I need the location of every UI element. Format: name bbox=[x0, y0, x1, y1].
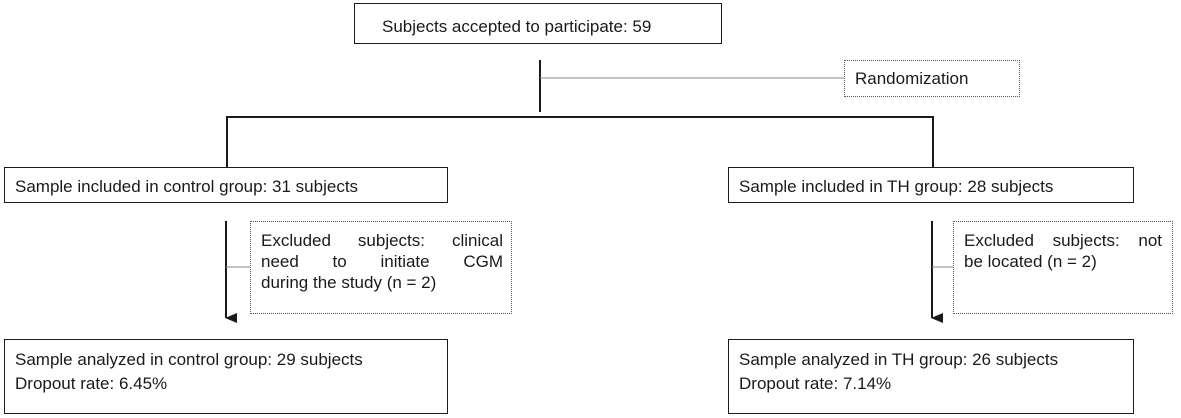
control-excluded-line-3: during the study (n = 2) bbox=[261, 273, 437, 292]
control-analyzed-line-1: Sample analyzed in control group: 29 sub… bbox=[15, 350, 363, 369]
th-analyzed-line-2: Dropout rate: 7.14% bbox=[739, 374, 892, 393]
randomization-box: Randomization bbox=[844, 60, 1020, 97]
accepted-label: Subjects accepted to participate: 59 bbox=[382, 17, 652, 36]
control-excluded-box: Excluded subjects: clinical need to init… bbox=[250, 221, 512, 314]
control-analyzed-box: Sample analyzed in control group: 29 sub… bbox=[4, 339, 448, 414]
control-included-label: Sample included in control group: 31 sub… bbox=[15, 177, 359, 196]
control-excluded-line-2: need to initiate CGM bbox=[261, 252, 503, 271]
control-excluded-line-1: Excluded subjects: clinical bbox=[261, 231, 503, 250]
th-excluded-box: Excluded subjects: not be located (n = 2… bbox=[953, 221, 1173, 314]
randomization-label: Randomization bbox=[855, 69, 969, 88]
th-excluded-line-1: Excluded subjects: not bbox=[964, 231, 1162, 250]
accepted-box: Subjects accepted to participate: 59 bbox=[354, 3, 722, 44]
th-included-box: Sample included in TH group: 28 subjects bbox=[728, 167, 1134, 203]
th-analyzed-line-1: Sample analyzed in TH group: 26 subjects bbox=[739, 350, 1059, 369]
th-excluded-line-2: be located (n = 2) bbox=[964, 252, 1097, 271]
th-analyzed-box: Sample analyzed in TH group: 26 subjects… bbox=[728, 339, 1134, 414]
th-included-label: Sample included in TH group: 28 subjects bbox=[739, 177, 1054, 196]
control-analyzed-line-2: Dropout rate: 6.45% bbox=[15, 374, 168, 393]
control-included-box: Sample included in control group: 31 sub… bbox=[4, 167, 448, 203]
